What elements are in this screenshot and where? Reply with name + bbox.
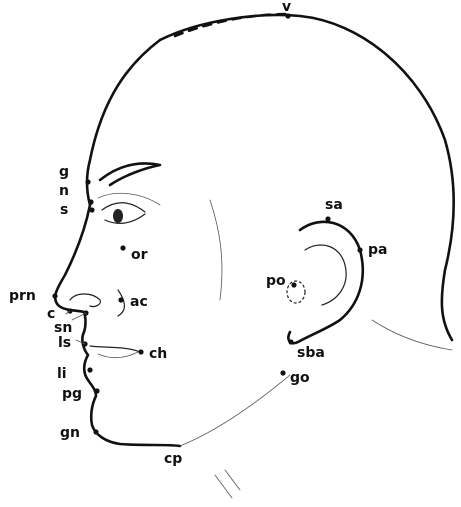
label-pg: pg — [62, 386, 82, 402]
point-sa — [325, 216, 330, 221]
label-g: g — [59, 164, 69, 180]
label-li: li — [57, 366, 67, 382]
point-gn — [93, 429, 98, 434]
label-sn: sn — [54, 320, 72, 336]
label-pa: pa — [368, 242, 387, 258]
nose-wing — [70, 294, 100, 307]
label-gn: gn — [60, 425, 80, 441]
point-ch — [138, 349, 143, 354]
neck-front-line — [215, 470, 240, 498]
eyebrow — [100, 163, 160, 185]
eye-upper-lid — [102, 203, 145, 212]
label-v: v — [282, 0, 291, 15]
label-or: or — [131, 247, 148, 263]
ear-inner — [305, 245, 346, 305]
label-n: n — [59, 183, 69, 199]
eye-iris — [113, 209, 123, 223]
jaw-line — [180, 375, 290, 446]
nasolabial-line — [118, 290, 124, 316]
lower-lip-line — [98, 352, 138, 358]
point-ac — [118, 297, 123, 302]
point-pg — [94, 388, 99, 393]
label-po: po — [266, 273, 286, 289]
label-s: s — [60, 202, 68, 218]
forehead-outline — [87, 40, 160, 205]
point-sba — [288, 339, 293, 344]
point-prn — [52, 293, 57, 298]
point-po — [291, 282, 296, 287]
point-s — [89, 207, 94, 212]
label-ac: ac — [130, 294, 148, 310]
face-profile — [55, 205, 180, 446]
point-pa — [357, 247, 362, 252]
label-sba: sba — [297, 345, 325, 361]
label-prn: prn — [9, 288, 36, 304]
label-cp: cp — [164, 451, 182, 467]
neck-back-outline — [372, 320, 452, 350]
cheek-hint — [210, 200, 222, 300]
point-n — [88, 199, 93, 204]
mouth-line — [90, 346, 140, 352]
point-g — [85, 179, 90, 184]
label-go: go — [290, 370, 310, 386]
point-go — [280, 370, 285, 375]
label-ls: ls — [58, 335, 71, 351]
head-outline — [160, 15, 454, 340]
label-sa: sa — [325, 197, 343, 213]
label-ch: ch — [149, 346, 167, 362]
eye-lower-lid — [105, 214, 145, 223]
point-or — [120, 245, 125, 250]
point-li — [87, 367, 92, 372]
